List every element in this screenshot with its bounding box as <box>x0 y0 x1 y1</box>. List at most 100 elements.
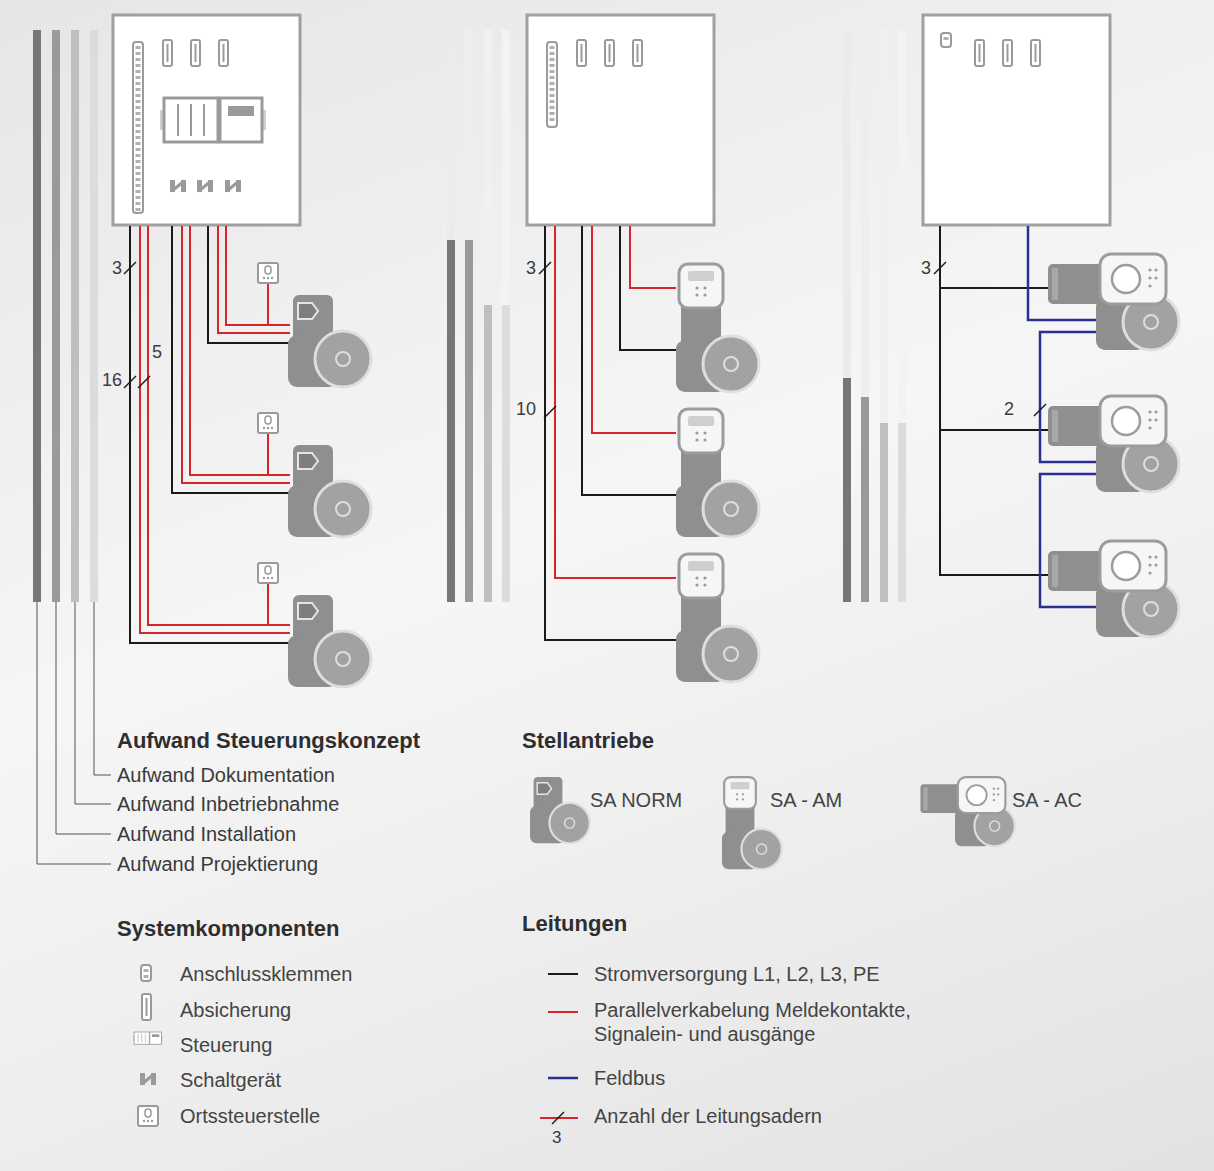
legend-text: Ortssteuerstelle <box>180 1104 320 1128</box>
signal-cable <box>630 226 676 288</box>
plc-display <box>152 1034 159 1037</box>
actuator <box>920 777 1014 846</box>
signal-cable <box>190 226 290 475</box>
integrated-controls <box>1100 254 1166 304</box>
station-button <box>263 577 265 579</box>
fuse-element <box>979 44 981 62</box>
controls-button <box>1154 276 1157 279</box>
handwheel-hub <box>336 652 350 666</box>
controls-button <box>742 798 744 800</box>
terminal <box>550 112 555 115</box>
actuator <box>288 445 371 537</box>
effort-bar <box>861 397 869 602</box>
switchgear-symbol <box>140 1073 156 1085</box>
controls-button <box>997 793 999 795</box>
controls-button <box>695 286 698 289</box>
plc-cpu <box>150 1032 162 1044</box>
fuse-symbol <box>975 40 984 66</box>
power-cable <box>940 429 1050 431</box>
local-control-station <box>258 413 278 433</box>
controls-button <box>1148 571 1151 574</box>
fuse-element <box>223 44 225 62</box>
signal-cable <box>226 226 290 325</box>
motor-cap <box>1052 410 1058 442</box>
terminal <box>550 46 555 49</box>
terminal-strip <box>547 42 557 127</box>
switchgear-symbol <box>225 180 241 192</box>
fuse-body <box>975 40 984 66</box>
terminal <box>136 148 141 151</box>
controls-display <box>731 782 750 789</box>
terminal <box>136 88 141 91</box>
integrated-controls <box>679 409 723 453</box>
terminal-box <box>298 453 318 469</box>
effort-bar-background <box>880 30 888 602</box>
power-cable <box>620 226 676 350</box>
effort-bar <box>484 305 492 602</box>
terminal <box>136 124 141 127</box>
terminal <box>136 106 141 109</box>
controls-button <box>736 798 738 800</box>
signal-cable <box>267 283 269 325</box>
terminal <box>550 94 555 97</box>
handwheel-hub <box>724 357 738 371</box>
effort-bars <box>33 30 98 602</box>
plc-display <box>228 106 254 116</box>
controller-symbol <box>160 98 266 142</box>
terminal <box>550 64 555 67</box>
wire-count-tick <box>1034 404 1046 416</box>
control-cabinet <box>527 15 714 225</box>
controls-button <box>703 431 706 434</box>
handwheel-hub <box>724 502 738 516</box>
signal-cable <box>148 226 290 625</box>
leader-lines <box>37 602 111 864</box>
fuse-element <box>1035 44 1037 62</box>
terminal <box>136 64 141 67</box>
station-button <box>143 1120 145 1122</box>
handwheel-hub <box>565 818 575 828</box>
fuse-body <box>633 40 642 66</box>
station-housing <box>258 413 278 433</box>
controls-button <box>993 787 995 789</box>
signal-cable <box>218 226 290 333</box>
handwheel-hub <box>724 647 738 661</box>
station-housing <box>138 1106 158 1126</box>
controls-button <box>695 576 698 579</box>
terminal <box>136 142 141 145</box>
legend-line-sample <box>548 1011 578 1013</box>
cabinet-housing <box>113 15 300 225</box>
actuator <box>288 295 371 387</box>
terminal <box>550 58 555 61</box>
legend-text: Stromversorgung L1, L2, L3, PE <box>594 962 880 986</box>
terminal-strip-outline <box>133 42 143 213</box>
terminal <box>144 975 149 978</box>
effort-bar <box>880 423 888 602</box>
controls-button <box>1148 555 1151 558</box>
terminal-strip <box>133 42 143 213</box>
wire-count: 2 <box>1004 399 1014 421</box>
fuse-element <box>609 44 611 62</box>
terminal <box>136 154 141 157</box>
terminal <box>136 166 141 169</box>
controls-button <box>1154 418 1157 421</box>
terminal <box>944 37 949 40</box>
controls-button <box>695 438 698 441</box>
actuator <box>288 595 371 687</box>
station-selector <box>145 1109 151 1117</box>
station-selector <box>265 416 271 424</box>
leader-line <box>75 602 111 804</box>
terminal-strip-outline <box>547 42 557 127</box>
effort-bars <box>843 30 906 602</box>
fuse-symbol <box>577 40 586 66</box>
terminal <box>136 112 141 115</box>
actuator <box>676 409 759 537</box>
wire-count: 10 <box>516 399 536 421</box>
signal-cable <box>555 226 676 578</box>
legend-text: Parallelverkabelung Meldekontakte, Signa… <box>594 998 984 1046</box>
station-button <box>151 1120 153 1122</box>
controls-display <box>967 785 987 805</box>
fuse-element <box>1007 44 1009 62</box>
terminal <box>136 58 141 61</box>
effort-bar-background <box>484 30 492 602</box>
local-control-station <box>258 563 278 583</box>
